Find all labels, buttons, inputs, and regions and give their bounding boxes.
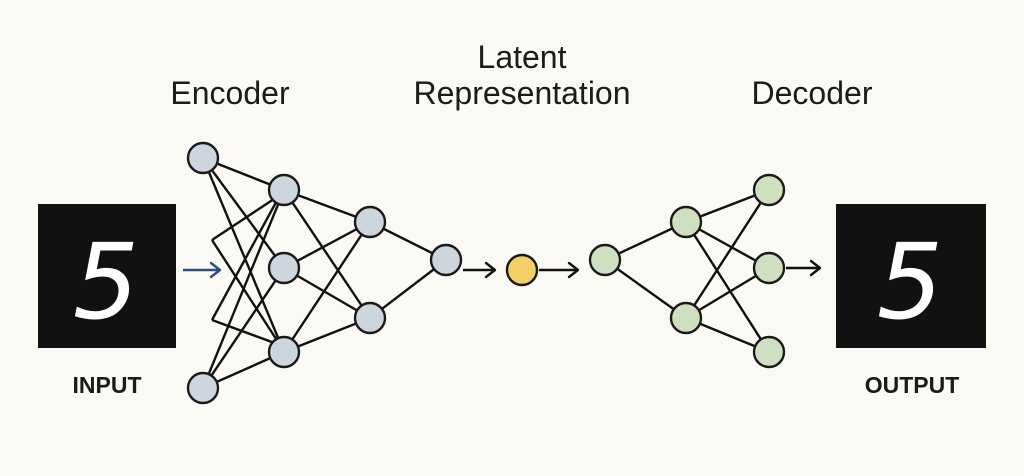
decoder-node-l3-n1 [752, 173, 786, 207]
encoder-connection [202, 267, 285, 389]
input-image: 5 [38, 204, 176, 348]
encoder-connection [283, 220, 371, 270]
latent-to-decoder-arrow-head [567, 261, 580, 279]
output-image: 5 [836, 204, 986, 348]
encoder-node-l3-n2 [353, 301, 387, 335]
decoder-node-l1-n1 [588, 243, 622, 277]
encoder-title: Encoder [170, 75, 290, 111]
encoder-node-l4-n1 [429, 243, 463, 277]
decoder-node-l2-n1 [669, 205, 703, 239]
encoder-node-l2-n2 [267, 251, 301, 285]
latent-to-decoder-arrow [539, 261, 580, 279]
decoder-connection [684, 189, 771, 319]
encoder-node-l3-n1 [353, 205, 387, 239]
input-caption: INPUT [73, 372, 142, 398]
output-image-background [836, 204, 986, 348]
input-fan-line [211, 318, 281, 347]
input-fan-line [210, 239, 282, 346]
input-digit: 5 [73, 221, 139, 343]
encoder-connection [283, 189, 371, 319]
decoder-to-output-arrow [786, 259, 822, 277]
encoder-node-l2-n1 [267, 173, 301, 207]
input-image-background [38, 204, 176, 348]
decoder-connection [604, 259, 687, 319]
decoder-node-l3-n3 [752, 335, 786, 369]
encoder-node-l2-n3 [267, 335, 301, 369]
encoder-connection [202, 157, 285, 269]
encoder-connection [201, 157, 286, 353]
encoder-node-l1-n1 [186, 141, 220, 175]
encoder-node-l1-n2 [186, 371, 220, 405]
output-caption: OUTPUT [865, 372, 960, 398]
input-fan-line [211, 193, 281, 242]
decoder-to-output-arrow-head [809, 259, 822, 277]
output-digit: 5 [877, 221, 943, 343]
input-arrow [183, 261, 222, 279]
encoder-to-latent-arrow-head [484, 261, 497, 279]
latent-title-line1: Latent [478, 39, 567, 75]
encoder-to-latent-arrow [463, 261, 497, 279]
decoder-title: Decoder [752, 75, 873, 111]
flow-arrows [183, 259, 822, 279]
encoder-connection [282, 221, 372, 353]
network-nodes [186, 141, 786, 405]
latent-node [505, 253, 539, 287]
latent-title-line2: Representation [413, 75, 630, 111]
encoder-connection [283, 266, 371, 320]
decoder-node-l2-n2 [669, 301, 703, 335]
decoder-node-l3-n2 [752, 251, 786, 285]
input-arrow-head [209, 261, 222, 279]
input-fan-line [210, 194, 282, 321]
decoder-connection [684, 221, 771, 353]
